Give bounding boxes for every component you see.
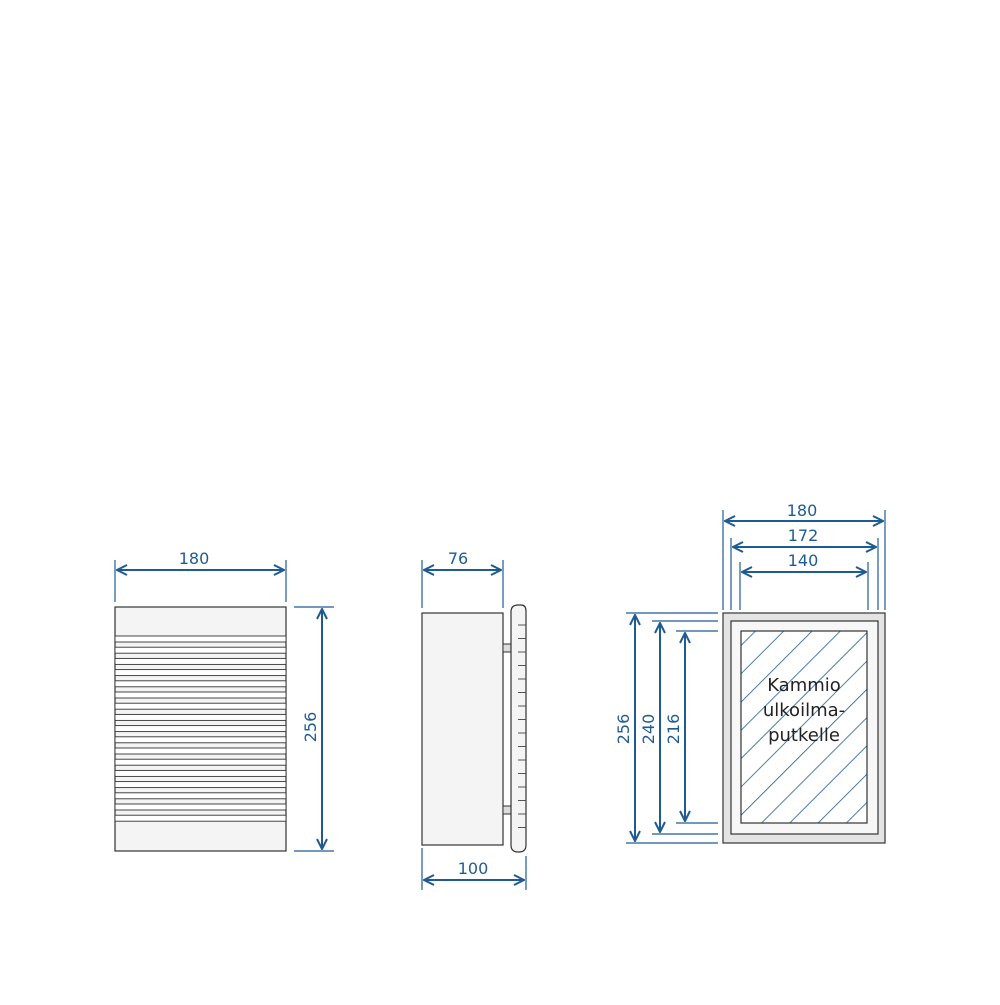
grille-slat [114, 646, 287, 654]
side-grille-profile [510, 604, 527, 853]
back-opening-hatch [741, 631, 867, 823]
back-width-inner-label: 140 [788, 551, 819, 570]
grille-slat [114, 657, 287, 665]
grille-slat [114, 747, 287, 755]
back-width-middle-label: 172 [788, 526, 819, 545]
front-view: 180 256 [114, 549, 334, 852]
side-total-label: 100 [458, 859, 489, 878]
back-width-outer-label: 180 [787, 501, 818, 520]
grille-slat [114, 781, 287, 789]
grille-slat [114, 635, 287, 643]
back-label-line2: ulkoilma- [763, 700, 845, 721]
side-depth-label: 76 [448, 549, 468, 568]
back-view: 180 172 140 Kammio ulkoilma- putkelle 25… [614, 501, 886, 844]
grille-slat [114, 691, 287, 699]
front-height-label: 256 [301, 712, 320, 743]
back-height-middle-label: 240 [639, 714, 658, 745]
grille-slat [114, 792, 287, 800]
side-housing [421, 612, 504, 846]
grille-slat [114, 769, 287, 777]
back-opening-outline [740, 630, 868, 824]
grille-slat [114, 725, 287, 733]
back-label-line3: putkelle [768, 725, 840, 746]
side-grille-ribs [518, 624, 526, 828]
side-view: 76 100 [421, 549, 527, 890]
grille-slat [114, 736, 287, 744]
side-mount-top [502, 643, 512, 653]
back-height-outer-label: 256 [614, 714, 633, 745]
grille-slat [114, 702, 287, 710]
grille-slat [114, 814, 287, 822]
side-mount-bottom [502, 805, 512, 815]
front-width-label: 180 [179, 549, 210, 568]
front-grille-slats [114, 635, 287, 822]
grille-slat [114, 713, 287, 721]
grille-slat [114, 758, 287, 766]
grille-slat [114, 803, 287, 811]
grille-slat [114, 680, 287, 688]
back-height-inner-label: 216 [664, 714, 683, 745]
back-label-line1: Kammio [767, 675, 841, 696]
grille-slat [114, 669, 287, 677]
